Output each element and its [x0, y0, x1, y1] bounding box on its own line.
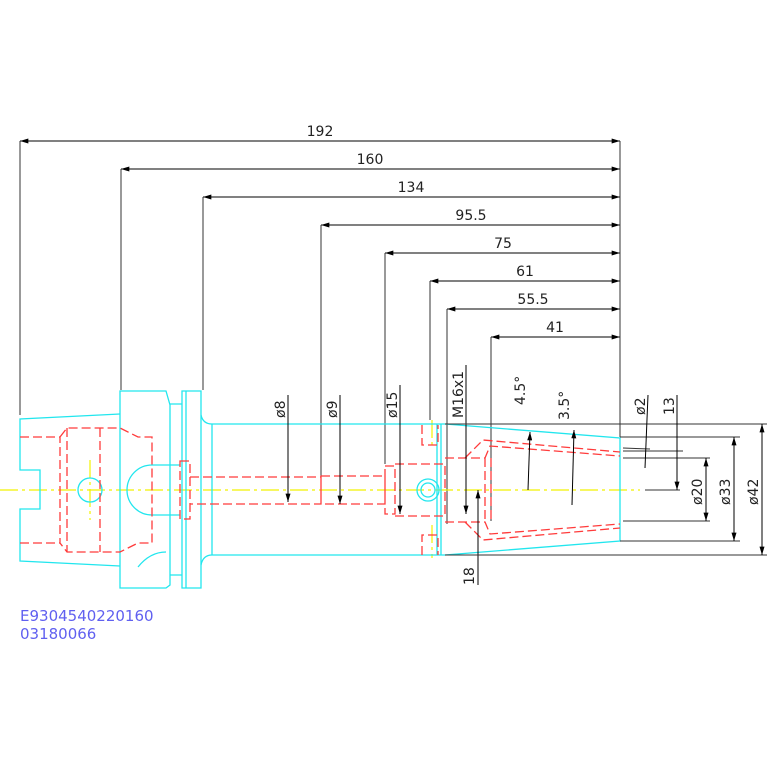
- dim-label: 95.5: [455, 208, 486, 224]
- dim-d20-label: ø20: [690, 479, 706, 505]
- order-code: 03180066: [20, 625, 96, 643]
- dim-d42-label: ø42: [746, 479, 762, 505]
- hidden-lines: [20, 425, 621, 555]
- dim-label: 75: [494, 236, 512, 252]
- angle-4-5-label: 4.5°: [513, 376, 529, 405]
- dim-134: 134: [202, 180, 621, 200]
- dim-d2-label: ø2: [633, 398, 649, 415]
- dim-d9-label: ø9: [325, 401, 341, 418]
- dim-d15-label: ø15: [385, 392, 401, 418]
- dim-thread-label: M16x1: [451, 371, 467, 418]
- dim-160: 160: [120, 152, 621, 172]
- length-dimensions: 192 160 134 95.5 75 61 55.5 41: [19, 124, 621, 524]
- center-marks: [89, 420, 433, 558]
- part-code: E9304540220160: [20, 607, 154, 625]
- dim-label: 160: [357, 152, 384, 168]
- dim-label: 192: [307, 124, 334, 140]
- dim-label: 55.5: [517, 292, 548, 308]
- dim-label: 41: [546, 320, 564, 336]
- dim-label: 61: [516, 264, 534, 280]
- diameter-dimensions: ø8 ø9 ø15 M16x1 18 4.5° 3.5° ø2 13 ø20 ø…: [273, 365, 767, 585]
- dim-95-5: 95.5: [321, 208, 621, 228]
- dim-41: 41: [491, 320, 621, 340]
- dim-13-label: 13: [662, 397, 678, 415]
- dim-75: 75: [385, 236, 621, 256]
- dim-18-label: 18: [462, 567, 478, 585]
- angle-3-5-label: 3.5°: [557, 391, 573, 420]
- dim-55-5: 55.5: [447, 292, 621, 312]
- dim-61: 61: [430, 264, 621, 284]
- dim-d8-label: ø8: [273, 401, 289, 418]
- dim-label: 134: [398, 180, 425, 196]
- dim-192: 192: [20, 124, 621, 144]
- part-outline: [19, 390, 621, 589]
- dim-d33-label: ø33: [718, 479, 734, 505]
